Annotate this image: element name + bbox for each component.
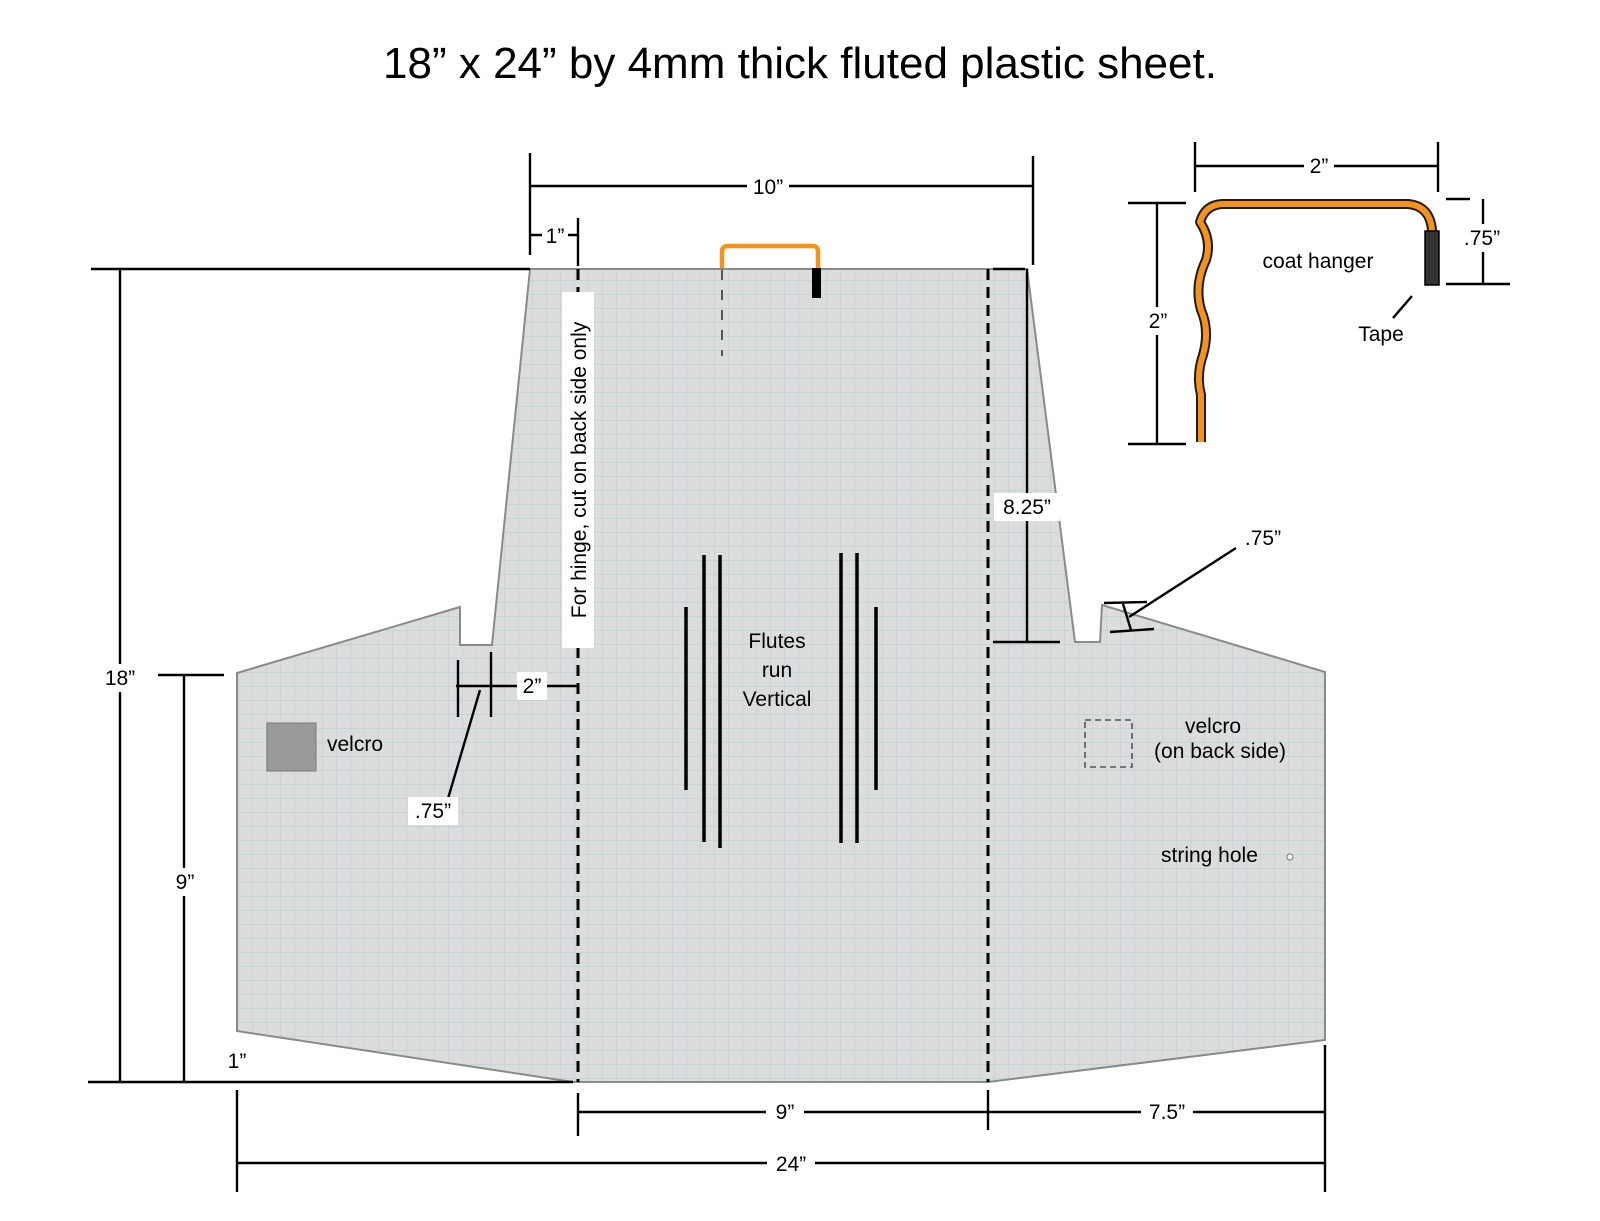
tape-wrap-icon xyxy=(1424,230,1440,286)
coat-hanger-label: coat hanger xyxy=(1263,250,1374,273)
flute-marks xyxy=(684,553,878,848)
flutes-label-line-3: Vertical xyxy=(743,688,812,711)
hanger-height-label: 2” xyxy=(1149,310,1168,333)
dim-notch-depth-left: .75” xyxy=(415,800,451,823)
tape-length-label: .75” xyxy=(1464,227,1500,250)
velcro-patch-right xyxy=(1084,719,1133,768)
string-hole-label: string hole xyxy=(1161,844,1258,867)
dim-side-height: 9” xyxy=(176,871,195,894)
hanger-width-label: 2” xyxy=(1310,155,1329,178)
string-hole-icon xyxy=(1286,853,1294,861)
tape-label: Tape xyxy=(1358,323,1404,346)
dim-notch-width: 2” xyxy=(523,675,542,698)
flutes-label-line-2: run xyxy=(762,659,792,682)
coat-hanger-detail: 2” 2” .75” coat hanger Tape xyxy=(1128,142,1510,446)
dim-total-height: 18” xyxy=(105,667,135,690)
dim-top-offset: 1” xyxy=(546,225,565,248)
dim-side-width: 7.5” xyxy=(1149,1101,1185,1124)
velcro-right-label-line-2: (on back side) xyxy=(1154,740,1286,763)
velcro-right-label-line-1: velcro xyxy=(1185,715,1241,738)
velcro-patch-left xyxy=(266,722,317,772)
velcro-left-label: velcro xyxy=(327,733,383,756)
flutes-label-line-1: Flutes xyxy=(748,630,805,653)
dim-top-width: 10” xyxy=(753,176,783,199)
page-title: 18” x 24” by 4mm thick fluted plastic sh… xyxy=(383,39,1217,88)
hanger-on-sheet xyxy=(719,243,821,356)
dim-bottom-offset: 1” xyxy=(228,1050,247,1073)
dim-slot-depth: 8.25” xyxy=(1003,496,1051,519)
hinge-note: For hinge, cut on back side only xyxy=(568,321,591,618)
dim-center-width: 9” xyxy=(776,1101,795,1124)
dim-total-width: 24” xyxy=(776,1153,806,1176)
dim-notch-depth-right: .75” xyxy=(1245,527,1281,550)
